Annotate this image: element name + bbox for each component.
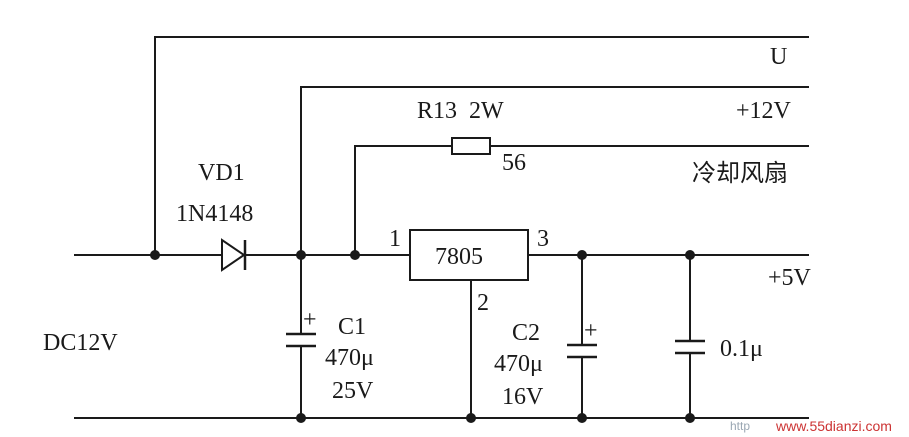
junction-c2-gnd (577, 413, 587, 423)
label-12v-rail: +12V (736, 98, 792, 124)
label-pin-gnd: 2 (477, 290, 489, 316)
junction-c3-gnd (685, 413, 695, 423)
wire-u-rail (154, 36, 809, 256)
label-pin-out: 3 (537, 226, 549, 252)
junction-u (150, 250, 160, 260)
label-resistor-value: 56 (502, 150, 526, 176)
label-c2-value: 470μ (494, 351, 543, 377)
label-diode-part: 1N4148 (176, 201, 253, 227)
capacitor-c1 (286, 332, 316, 348)
label-resistor-name: R13 2W (417, 98, 504, 124)
wire-fan-branch-left (354, 145, 453, 256)
label-c2-polarity: + (584, 318, 598, 344)
junction-c2-top (577, 250, 587, 260)
label-5v-output: +5V (768, 265, 812, 291)
junction-fan (350, 250, 360, 260)
watermark-site: www.55dianzi.com (775, 418, 892, 434)
label-c1-name: C1 (338, 314, 366, 340)
wires (74, 36, 809, 419)
watermark-prefix: http (730, 419, 750, 433)
label-c3-value: 0.1μ (720, 336, 763, 362)
label-c2-name: C2 (512, 320, 540, 346)
diode-vd1 (221, 238, 247, 272)
label-diode-name: VD1 (198, 160, 245, 186)
junction-12v (296, 250, 306, 260)
label-input: DC12V (43, 330, 118, 356)
wire-12v-rail (300, 86, 809, 256)
label-regulator: 7805 (435, 244, 483, 270)
junctions (150, 250, 695, 423)
junction-c1-gnd (296, 413, 306, 423)
label-pin-in: 1 (389, 226, 401, 252)
label-u-rail: U (770, 44, 787, 70)
label-cooling-fan: 冷却风扇 (692, 159, 788, 187)
label-c1-voltage: 25V (332, 378, 374, 404)
capacitor-c2 (567, 343, 597, 359)
label-c2-voltage: 16V (502, 384, 544, 410)
resistor-r13 (451, 137, 491, 155)
regulator-7805 (409, 229, 529, 281)
junction-c3-top (685, 250, 695, 260)
junction-reg-gnd (466, 413, 476, 423)
capacitor-c3 (675, 339, 705, 355)
diode-triangle (221, 238, 246, 272)
label-c1-polarity: + (303, 307, 317, 333)
label-c1-value: 470μ (325, 345, 374, 371)
